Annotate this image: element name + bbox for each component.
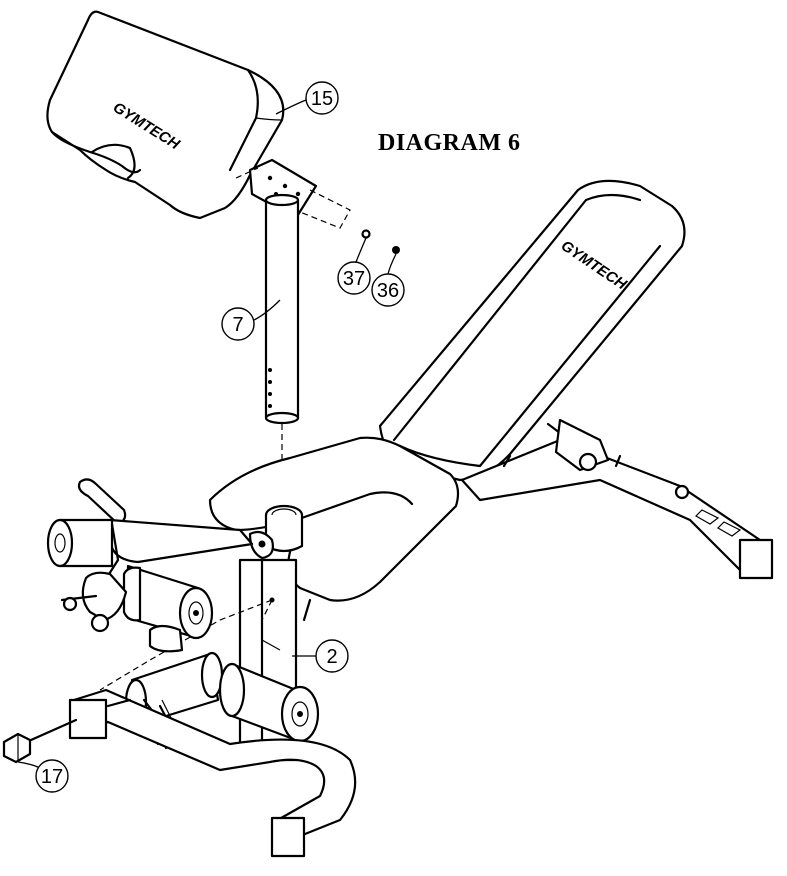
rear-frame — [460, 418, 774, 580]
seat-pad — [208, 436, 460, 622]
front-foot-tube — [68, 688, 357, 858]
svg-text:37: 37 — [343, 268, 365, 290]
seat-post-sleeve — [248, 504, 304, 560]
callout-2: 2 — [292, 639, 349, 673]
callout-15: 15 — [275, 81, 339, 115]
callout-36: 36 — [371, 253, 405, 307]
arm-curl-post — [264, 193, 300, 505]
pad-bracket — [235, 158, 351, 229]
callout-7: 7 — [221, 299, 281, 341]
lower-leg-rollers — [124, 651, 320, 750]
back-rest-pad: GYMTECH — [378, 179, 686, 482]
washer-and-nut — [361, 229, 400, 254]
diagram-title: DIAGRAM 6 — [378, 130, 521, 156]
svg-text:15: 15 — [311, 88, 333, 110]
arm-curl-pad: GYMTECH — [46, 10, 285, 220]
callout-17: 17 — [17, 759, 69, 793]
svg-text:36: 36 — [377, 280, 399, 302]
knob-bolt — [2, 718, 78, 764]
svg-text:2: 2 — [326, 646, 337, 668]
upper-leg-rollers — [46, 518, 214, 653]
callout-37: 37 — [337, 237, 371, 295]
svg-text:7: 7 — [232, 314, 243, 336]
svg-text:17: 17 — [41, 766, 63, 788]
